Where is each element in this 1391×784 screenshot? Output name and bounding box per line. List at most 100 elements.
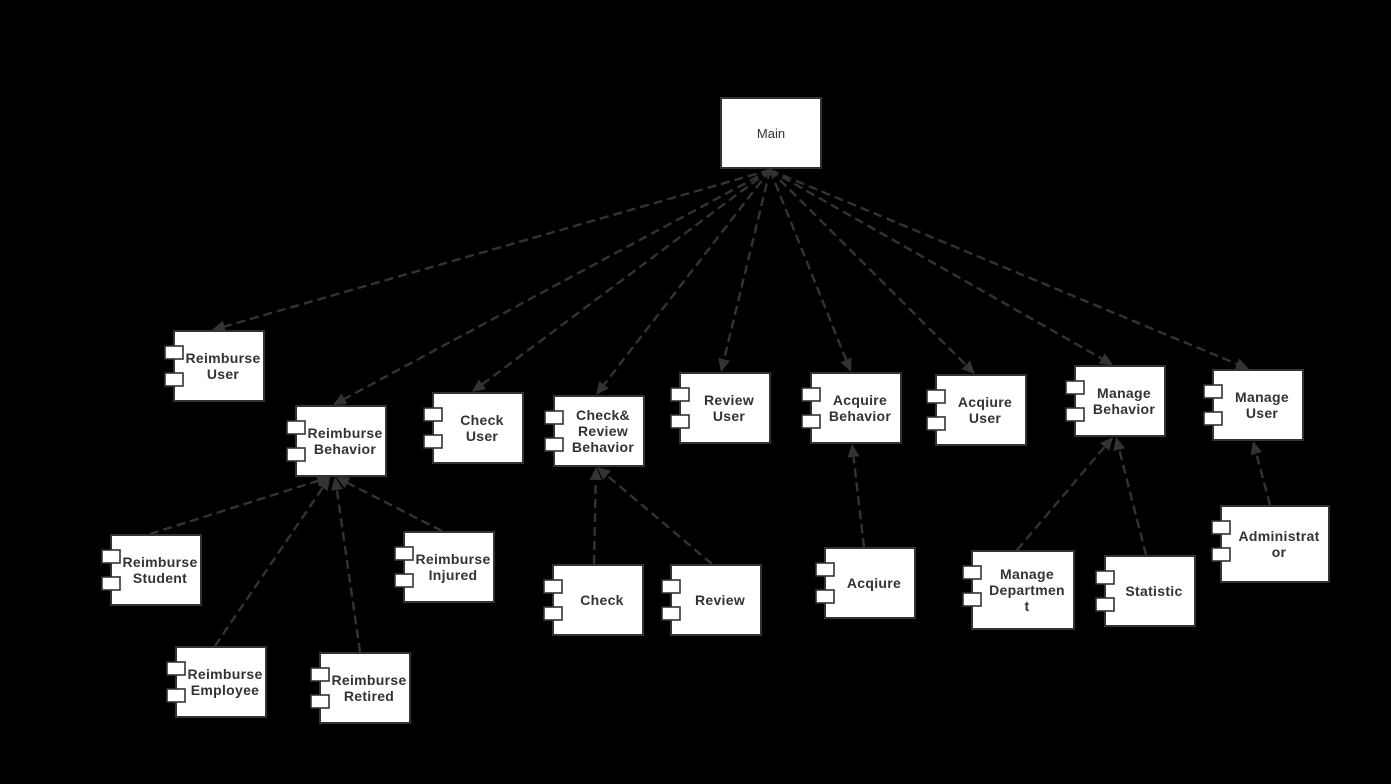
component-port-icon: [286, 447, 306, 462]
component-port-icon: [166, 688, 186, 703]
dependency-line: [214, 487, 324, 647]
dependency-acqiure-to-acquire-behavior[interactable]: [847, 444, 866, 548]
component-box: [295, 405, 387, 477]
component-statistic[interactable]: Statistic: [1095, 555, 1196, 627]
main-node[interactable]: Main: [720, 97, 822, 169]
dependency-manage-department-to-manage-behavior[interactable]: [1016, 437, 1113, 551]
dependency-line: [603, 169, 771, 386]
component-check[interactable]: Check: [543, 564, 644, 636]
component-label-line: User: [1246, 405, 1279, 421]
component-port-icon: [815, 562, 835, 577]
dependency-main-to-manage-behavior[interactable]: [769, 168, 1113, 365]
component-port-icon: [164, 345, 184, 360]
dependency-reimburse-student-to-reimburse-behavior[interactable]: [149, 475, 330, 536]
component-label-line: Reimburse: [122, 554, 197, 570]
dependency-line: [224, 168, 771, 328]
dependency-reimburse-retired-to-reimburse-behavior[interactable]: [330, 477, 362, 653]
component-label-line: Reimburse: [307, 425, 382, 441]
component-label-line: Acqiure: [958, 394, 1012, 410]
dependency-line: [769, 168, 1103, 360]
component-port-icon: [1065, 380, 1085, 395]
arrowhead-icon: [847, 444, 860, 458]
component-port-icon: [394, 573, 414, 588]
component-box: [110, 534, 202, 606]
dependency-review-to-check-review-behavior[interactable]: [597, 467, 713, 565]
arrowhead-icon: [1234, 358, 1249, 370]
arrowhead-icon: [1098, 353, 1113, 365]
component-port-icon: [962, 592, 982, 607]
component-box: [175, 646, 267, 718]
component-port-icon: [815, 589, 835, 604]
dependency-main-to-manage-user[interactable]: [769, 168, 1249, 370]
component-label: Check: [580, 592, 624, 608]
dependency-check-to-check-review-behavior[interactable]: [589, 467, 602, 565]
dependency-reimburse-injured-to-reimburse-behavior[interactable]: [336, 477, 443, 533]
dependency-main-to-reimburse-behavior[interactable]: [333, 168, 771, 405]
component-box: [432, 392, 524, 464]
dependency-line: [335, 489, 362, 653]
component-port-icon: [543, 606, 563, 621]
component-port-icon: [962, 565, 982, 580]
component-port-icon: [661, 579, 681, 594]
component-label-line: User: [207, 366, 240, 382]
component-box: [824, 547, 916, 619]
dependency-administrator-to-manage-user[interactable]: [1250, 441, 1272, 506]
component-label-line: or: [1272, 544, 1287, 560]
component-box: [403, 531, 495, 603]
component-box: [1220, 505, 1330, 583]
component-label: Statistic: [1125, 583, 1182, 599]
arrowhead-icon: [718, 357, 730, 372]
arrowhead-icon: [597, 467, 611, 480]
component-port-icon: [1095, 597, 1115, 612]
component-box: [552, 564, 644, 636]
dependency-main-to-review-user[interactable]: [718, 169, 772, 372]
component-port-icon: [423, 407, 443, 422]
component-port-icon: [670, 414, 690, 429]
dependency-main-to-reimburse-user[interactable]: [212, 168, 771, 333]
component-review[interactable]: Review: [661, 564, 762, 636]
dependency-line: [606, 474, 713, 565]
dependency-reimburse-employee-to-reimburse-behavior[interactable]: [214, 477, 330, 647]
dependency-main-to-check-review-behavior[interactable]: [596, 169, 771, 395]
dependency-main-to-acquire-behavior[interactable]: [768, 169, 852, 372]
dependency-line: [343, 168, 771, 400]
arrowhead-icon: [961, 360, 975, 374]
component-port-icon: [801, 414, 821, 429]
dependency-statistic-to-manage-behavior[interactable]: [1113, 437, 1148, 556]
dependency-main-to-acqiure-user[interactable]: [769, 169, 975, 374]
dependency-main-to-check-user[interactable]: [472, 169, 771, 392]
component-acqiure[interactable]: Acqiure: [815, 547, 916, 619]
component-label-line: Behavior: [829, 408, 892, 424]
component-label-line: Administrat: [1238, 528, 1319, 544]
dependency-edges: [149, 168, 1272, 653]
component-label-line: Acquire: [833, 392, 887, 408]
component-label-line: Manage: [1235, 389, 1289, 405]
component-box: [679, 372, 771, 444]
dependency-line: [768, 169, 848, 361]
component-port-icon: [166, 661, 186, 676]
component-box: [1074, 365, 1166, 437]
component-port-icon: [101, 576, 121, 591]
